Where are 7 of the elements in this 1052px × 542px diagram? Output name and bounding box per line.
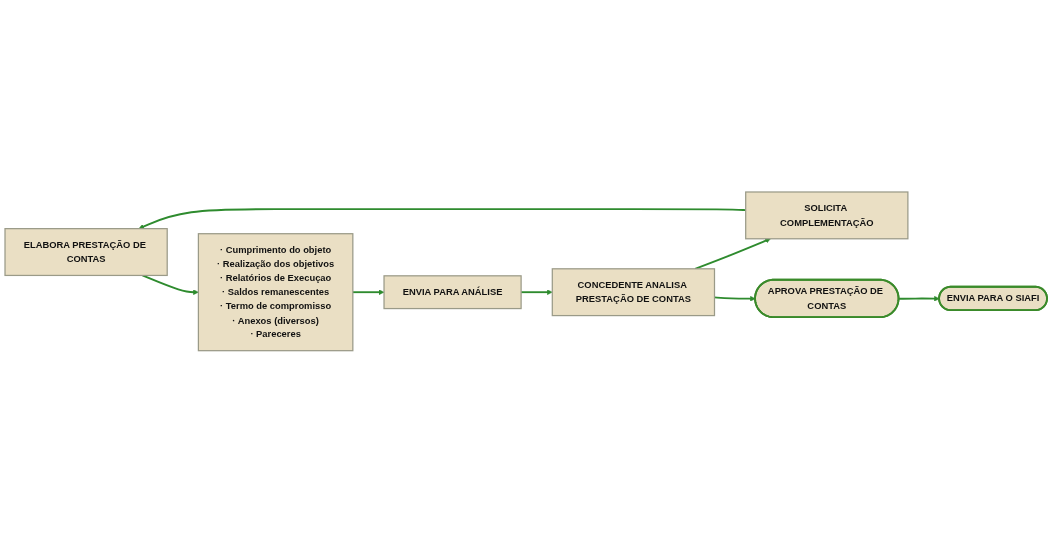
node-box: · Cumprimento do objeto · Realização dos objetivos · Relatórios de Execuçao · Saldos remanescentes · Termo de compromisso · Anexos (diversos) · Pareceres (197, 232, 354, 351)
node-box: SOLICITA COMPLEMENTAÇÃO (745, 191, 909, 240)
node-box: CONCEDENTE ANALISA PRESTAÇÃO DE CONTAS (551, 267, 716, 316)
arrow (694, 237, 771, 270)
node-box: ENVIA PARA ANÁLISE (383, 274, 522, 309)
node-box: ELABORA PRESTAÇÃO DE CONTAS (4, 227, 168, 276)
arrow (141, 274, 199, 295)
